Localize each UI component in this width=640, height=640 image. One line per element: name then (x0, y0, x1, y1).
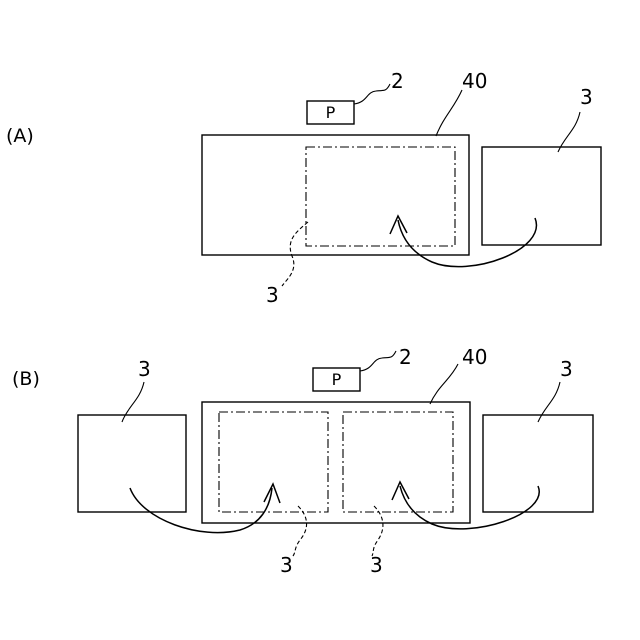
panel-a-ref-frame: 40 (462, 69, 487, 93)
panel-b-ref-sheet-inner-right: 3 (370, 553, 383, 577)
panel-b: (B) P 2 40 3 3 3 3 (12, 345, 593, 577)
panel-a-sheet-right (482, 147, 601, 245)
panel-b-ref-printer: 2 (399, 345, 412, 369)
panel-a-printer-label: P (326, 103, 336, 122)
panel-b-ref-frame: 40 (462, 345, 487, 369)
panel-a-frame-leader (436, 90, 462, 136)
panel-b-printer-label: P (332, 370, 342, 389)
panel-b-sheet-left (78, 415, 186, 512)
panel-b-frame (202, 402, 470, 523)
panel-b-ref-sheet-inner-left: 3 (280, 553, 293, 577)
panel-a-ref-sheet-right: 3 (580, 85, 593, 109)
panel-a-printer-leader (354, 84, 390, 104)
panel-b-frame-leader (430, 364, 458, 404)
panel-b-ref-sheet-right: 3 (560, 357, 573, 381)
panel-a-ref-sheet-inner: 3 (266, 283, 279, 307)
panel-a: (A) P 2 40 3 3 (6, 69, 601, 307)
panel-a-label: (A) (6, 125, 34, 147)
panel-a-sheet-right-leader (558, 112, 580, 152)
panel-b-printer-leader (360, 351, 396, 371)
panel-b-label: (B) (12, 368, 40, 390)
panel-a-ref-printer: 2 (391, 69, 404, 93)
panel-b-ref-sheet-left: 3 (138, 357, 151, 381)
panel-a-frame (202, 135, 469, 255)
